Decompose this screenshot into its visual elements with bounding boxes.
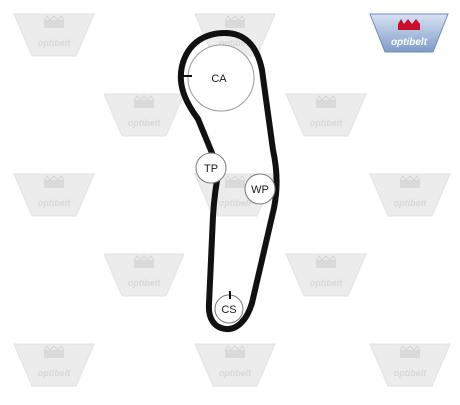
pulley-label-tp: TP <box>204 163 218 175</box>
watermark: optibelt <box>103 93 185 137</box>
watermark: optibelt <box>285 93 367 137</box>
watermark: optibelt <box>369 173 451 217</box>
watermark: optibelt <box>194 343 276 387</box>
pulley-cs: CS <box>214 291 244 324</box>
svg-text:optibelt: optibelt <box>219 198 252 208</box>
watermark: optibelt <box>103 253 185 297</box>
pulley-tp: TP <box>195 152 227 184</box>
pulley-label-wp: WP <box>251 184 269 196</box>
svg-text:optibelt: optibelt <box>394 368 427 378</box>
crown-emblem-icon <box>398 19 420 30</box>
svg-text:optibelt: optibelt <box>219 368 252 378</box>
pulley-wp: WP <box>244 173 276 205</box>
watermark: optibelt <box>13 13 95 57</box>
logo-text: optibelt <box>391 37 428 48</box>
svg-text:optibelt: optibelt <box>38 198 71 208</box>
pulley-label-cs: CS <box>221 304 236 316</box>
watermark: optibelt <box>369 343 451 387</box>
watermark: optibelt <box>13 173 95 217</box>
brand-logo: optibelt <box>369 13 449 53</box>
svg-text:optibelt: optibelt <box>38 368 71 378</box>
svg-text:optibelt: optibelt <box>394 198 427 208</box>
timing-belt <box>177 30 280 333</box>
svg-text:optibelt: optibelt <box>128 278 161 288</box>
svg-text:optibelt: optibelt <box>310 278 343 288</box>
svg-text:optibelt: optibelt <box>38 38 71 48</box>
watermark: optibelt <box>194 173 276 217</box>
watermark: optibelt <box>13 343 95 387</box>
svg-text:optibelt: optibelt <box>128 118 161 128</box>
pulley-label-ca: CA <box>211 73 227 85</box>
pulley-ca: CA <box>182 44 255 112</box>
svg-text:optibelt: optibelt <box>219 38 252 48</box>
svg-text:optibelt: optibelt <box>310 118 343 128</box>
watermark-layer: optibelt optibelt optibelt optibelt opti… <box>13 13 451 387</box>
watermark: optibelt <box>194 13 276 57</box>
watermark: optibelt <box>285 253 367 297</box>
